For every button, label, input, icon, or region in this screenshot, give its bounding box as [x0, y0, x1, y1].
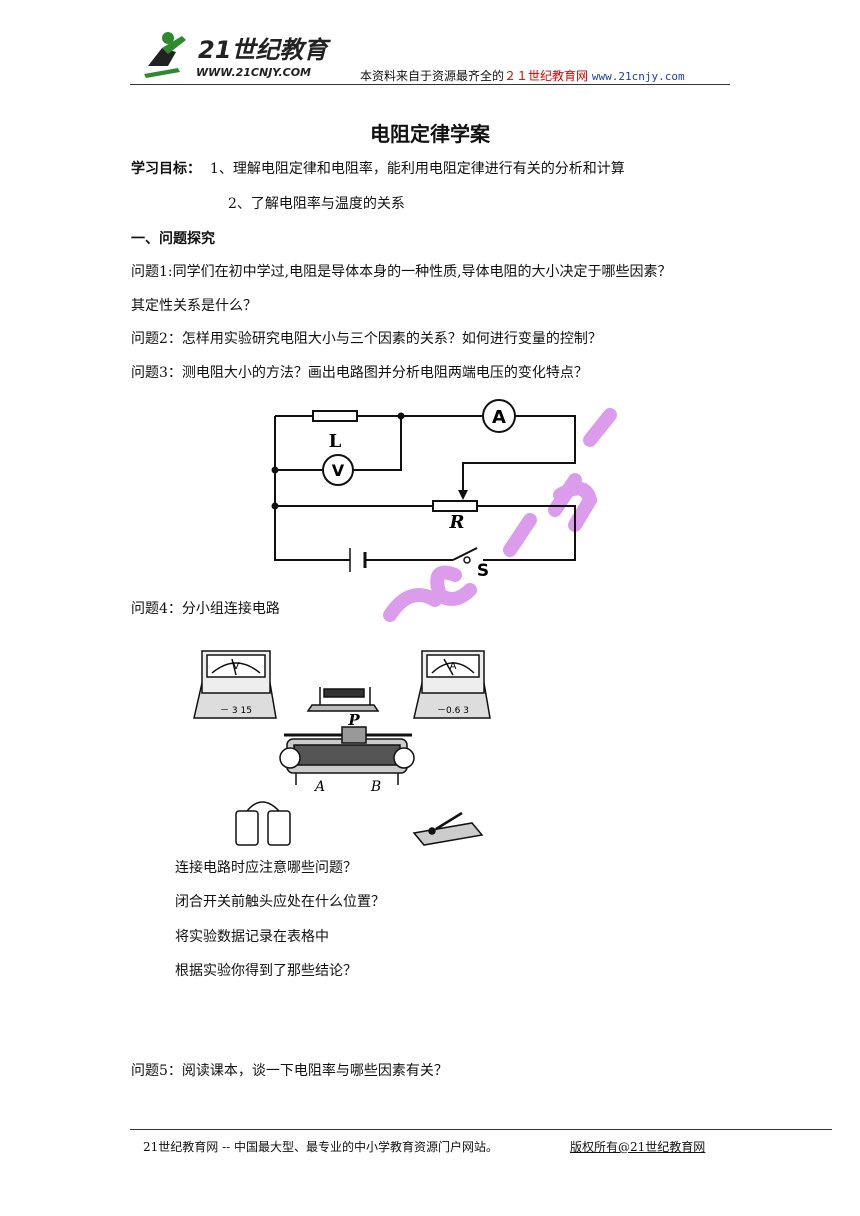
footer-copyright-link[interactable]: 版权所有@21世纪教育网	[570, 1140, 706, 1154]
question-1a: 问题1:同学们在初中学过,电阻是导体本身的一种性质,导体电阻的大小决定于哪些因素…	[131, 264, 672, 280]
rheostat-b-label: B	[370, 779, 381, 795]
logo-figure-icon: 21世纪教育 WWW.21CNJY.COM	[144, 32, 331, 79]
sub-question-4: 根据实验你得到了那些结论？	[175, 963, 357, 979]
voltmeter-terminals: － 3 15	[220, 706, 252, 716]
question-1b: 其定性关系是什么？	[131, 298, 257, 314]
question-2: 问题2：怎样用实验研究电阻大小与三个因素的关系？如何进行变量的控制？	[131, 331, 602, 347]
footer-divider	[130, 1129, 832, 1130]
logo-url-text: WWW.21CNJY.COM	[196, 66, 311, 79]
goal-item-1: 1、理解电阻定律和电阻率，能利用电阻定律进行有关的分析和计算	[209, 161, 625, 177]
rheostat-p-label: P	[347, 711, 360, 729]
logo: 21世纪教育 WWW.21CNJY.COM	[138, 26, 338, 82]
ammeter-label: A	[492, 407, 506, 428]
question-3: 问题3：测电阻大小的方法？画出电路图并分析电阻两端电压的变化特点？	[131, 365, 588, 381]
sub-question-2: 闭合开关前触头应处在什么位置？	[175, 894, 385, 910]
rheostat-a-label: A	[313, 779, 325, 795]
rheostat-label: R	[449, 512, 465, 533]
header-note: 本资料来自于资源最齐全的２１世纪教育网 www.21cnjy.com	[360, 67, 685, 84]
sub-question-1: 连接电路时应注意哪些问题？	[175, 860, 357, 876]
apparatus-illustration: V － 3 15 A －0.6 3 P A B	[193, 650, 491, 846]
goals-line-1: 学习目标： 1、理解电阻定律和电阻率，能利用电阻定律进行有关的分析和计算	[131, 158, 625, 178]
lamp-label: L	[329, 431, 342, 452]
sub-question-3: 将实验数据记录在表格中	[175, 929, 329, 945]
ammeter-terminals: －0.6 3	[437, 706, 469, 716]
goals-label: 学习目标：	[131, 161, 201, 177]
header-note-prefix: 本资料来自于资源最齐全的	[360, 69, 505, 83]
question-5: 问题5：阅读课本，谈一下电阻率与哪些因素有关？	[131, 1063, 448, 1079]
footer-text: 21世纪教育网 -- 中国最大型、最专业的中小学教育资源门户网站。	[143, 1140, 499, 1154]
voltmeter-label: V	[332, 461, 345, 480]
question-4: 问题4：分小组连接电路	[131, 601, 280, 617]
header-note-url[interactable]: www.21cnjy.com	[591, 70, 685, 83]
ammeter-face-letter: A	[450, 661, 457, 672]
switch-label: S	[477, 561, 489, 578]
header-divider	[130, 84, 730, 85]
section-heading: 一、问题探究	[131, 231, 215, 247]
goal-item-2: 2、了解电阻率与温度的关系	[228, 196, 405, 212]
circuit-diagram: A V L R S	[271, 399, 576, 578]
watermark-icon	[383, 408, 617, 622]
header-note-site[interactable]: ２１世纪教育网	[504, 69, 589, 83]
logo-main-text: 21世纪教育	[198, 36, 331, 64]
page-title: 电阻定律学案	[370, 122, 490, 146]
voltmeter-face-letter: V	[233, 661, 240, 672]
